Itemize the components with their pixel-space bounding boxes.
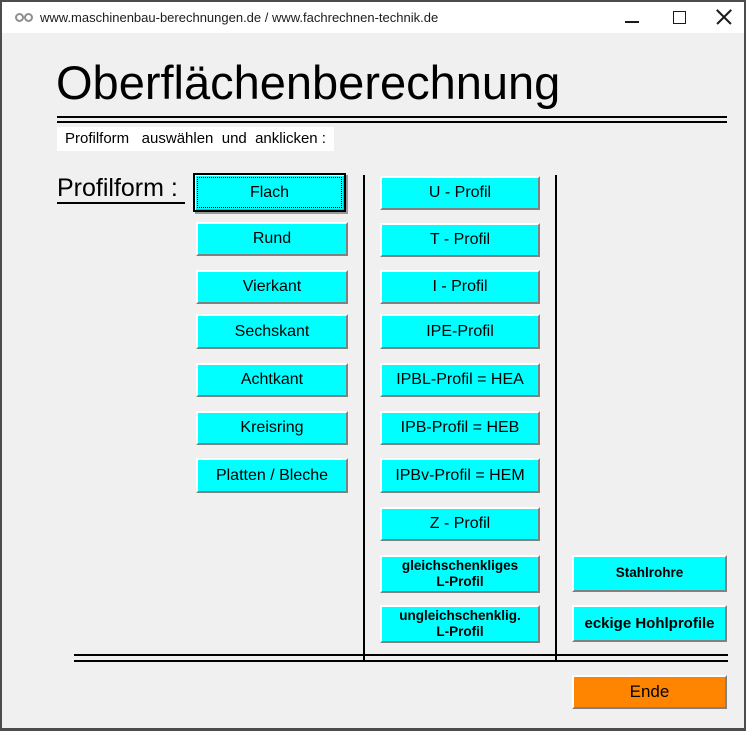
button-stahlrohre[interactable]: Stahlrohre	[572, 555, 727, 592]
ende-button[interactable]: Ende	[572, 675, 727, 709]
maximize-button[interactable]	[662, 2, 696, 33]
gear-icon	[24, 13, 33, 22]
button-sechskant[interactable]: Sechskant	[196, 314, 348, 349]
button-gleichschenkliges-l-profil[interactable]: gleichschenkliges L-Profil	[380, 555, 540, 593]
maximize-icon	[673, 11, 686, 24]
gears-app-icon	[15, 13, 39, 23]
button-t-profil[interactable]: T - Profil	[380, 223, 540, 257]
gear-icon	[15, 13, 24, 22]
title-divider	[57, 116, 727, 118]
instruction-text: Profilform auswählen und anklicken :	[57, 127, 334, 151]
button-ipb-profil-heb[interactable]: IPB-Profil = HEB	[380, 411, 540, 445]
button-i-profil[interactable]: I - Profil	[380, 270, 540, 304]
button-flach[interactable]: Flach	[193, 173, 346, 212]
button-ungleichschenklig-l-profil[interactable]: ungleichschenklig. L-Profil	[380, 605, 540, 643]
minimize-icon	[625, 21, 639, 23]
profilform-label: Profilform :	[57, 174, 185, 204]
close-icon	[716, 9, 732, 25]
title-divider	[57, 121, 727, 123]
footer-divider	[74, 654, 728, 656]
button-vierkant[interactable]: Vierkant	[196, 270, 348, 304]
page-title: Oberflächenberechnung	[56, 56, 561, 109]
button-kreisring[interactable]: Kreisring	[196, 411, 348, 445]
title-bar: www.maschinenbau-berechnungen.de / www.f…	[2, 2, 744, 33]
close-button[interactable]	[707, 2, 741, 33]
window-title: www.maschinenbau-berechnungen.de / www.f…	[40, 10, 439, 25]
minimize-button[interactable]	[615, 2, 649, 33]
footer-divider	[74, 660, 728, 662]
button-rund[interactable]: Rund	[196, 222, 348, 256]
column-divider	[363, 175, 365, 660]
button-ipe-profil[interactable]: IPE-Profil	[380, 314, 540, 349]
button-eckige-hohlprofile[interactable]: eckige Hohlprofile	[572, 605, 727, 642]
button-z-profil[interactable]: Z - Profil	[380, 507, 540, 541]
column-divider	[555, 175, 557, 660]
button-achtkant[interactable]: Achtkant	[196, 363, 348, 397]
button-ipbl-profil-hea[interactable]: IPBL-Profil = HEA	[380, 363, 540, 397]
button-ipbv-profil-hem[interactable]: IPBv-Profil = HEM	[380, 458, 540, 493]
button-platten-bleche[interactable]: Platten / Bleche	[196, 458, 348, 493]
button-u-profil[interactable]: U - Profil	[380, 176, 540, 210]
